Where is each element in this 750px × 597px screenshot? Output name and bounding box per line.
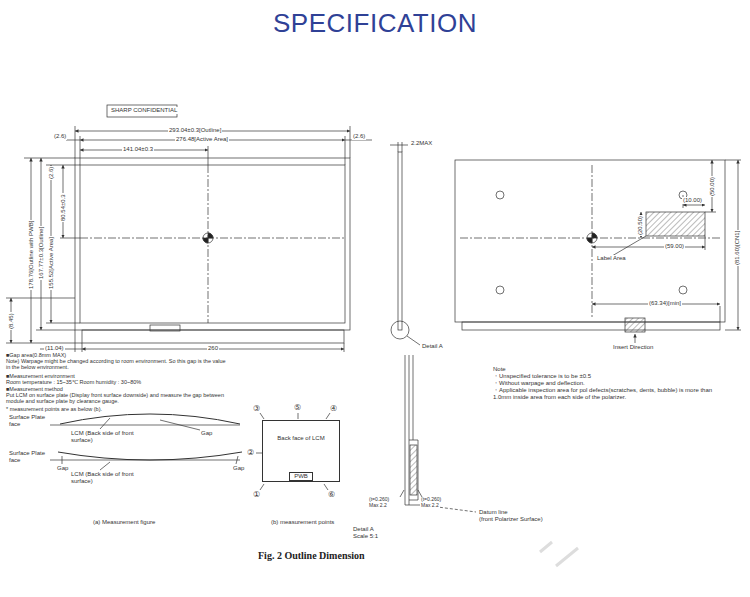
note-text: ・Unspecified tolerance is to be ±0.5 — [492, 373, 592, 380]
part-label: Gap — [200, 430, 213, 437]
note-text: Note) Warpage might be changed according… — [5, 358, 232, 371]
figure-caption: Fig. 2 Outline Dimension — [258, 550, 365, 561]
callout-number: ④ — [329, 404, 338, 413]
detail-callout: Detail A — [352, 526, 375, 533]
pwb-box: PWB — [289, 472, 313, 481]
dimension-label: (50.00) — [709, 176, 716, 197]
dimension-label: (8.45) — [8, 312, 15, 330]
node-text: Back face of LCM — [263, 435, 339, 441]
dimension-label: (81.60)[CN1] — [734, 230, 741, 266]
callout-number: ⑤ — [293, 403, 302, 412]
dimension-label: 141.04±0.3 — [122, 146, 154, 153]
part-label: Surface Plate face — [8, 450, 48, 464]
datum-label: (front Polarizer Surface) — [478, 516, 544, 523]
part-label: Surface Plate face — [8, 414, 48, 428]
figure-label: (a) Measurement figure — [92, 519, 156, 526]
note-text: Note — [492, 366, 507, 373]
dimension-label: 178.76[Outline with PWB] — [28, 220, 35, 290]
figure-label: (b) measurement points — [270, 519, 335, 526]
note-text: Put LCM on surface plate (Display front … — [5, 392, 237, 405]
part-label: LCM (Back side of front surface) — [70, 471, 147, 485]
callout-number: ⑥ — [327, 490, 336, 499]
dimension-label: 167.77±0.3[Outline] — [38, 226, 45, 280]
dimension-label: (t=0.260) — [368, 497, 390, 503]
dimension-label: 276.48[Active Area] — [175, 136, 229, 143]
dimension-label: (59.00) — [664, 243, 685, 250]
dimension-label: 2.2MAX — [410, 140, 433, 147]
part-label: Gap — [232, 465, 245, 472]
dimension-label: (2.6) — [352, 133, 366, 140]
note-text: * measurement points are as below (b). — [5, 406, 103, 412]
datum-label: Datum line — [478, 509, 509, 516]
part-label: Gap — [56, 465, 69, 472]
dimension-label: 80.54±0.3 — [60, 193, 67, 222]
dimension-label: (20.50) — [637, 215, 644, 236]
part-label: Label Area — [596, 255, 627, 262]
note-text: ・Without warpage and deflection. — [492, 380, 586, 387]
detail-callout: Scale 5:1 — [352, 533, 379, 540]
dimension-label: (10.00) — [682, 197, 703, 204]
part-label: Insert Direction — [612, 344, 654, 351]
confidential-mark: SHARP CONFIDENTIAL — [110, 107, 178, 114]
dimension-label: 155.52[Active Area] — [48, 236, 55, 290]
callout-number: ① — [252, 490, 261, 499]
note-text: ・Applicable inspection area for pol defe… — [492, 387, 729, 401]
dimension-label: Max 2.2 — [420, 503, 440, 509]
callout-number: ② — [246, 448, 255, 457]
note-text: Room temperature : 15~35℃ Room humidity … — [5, 379, 142, 385]
dimension-label: 293.04±0.3[Outline] — [168, 127, 222, 134]
dimension-label: (11.04) — [44, 345, 65, 352]
detail-callout: Detail A — [421, 343, 444, 350]
dimension-label: (2.6) — [48, 166, 55, 180]
page-title: SPECIFICATION — [0, 8, 750, 39]
dimension-label: Max 2.2 — [368, 503, 388, 509]
dimension-label: (t=0.260) — [420, 497, 442, 503]
dimension-label: (63.34)[min] — [648, 300, 682, 307]
callout-number: ③ — [252, 404, 261, 413]
node-text: PWB — [290, 473, 312, 480]
part-label: LCM (Back side of front surface) — [70, 430, 147, 444]
dimension-label: (2.6) — [53, 133, 67, 140]
module-back-face: Back face of LCM PWB — [262, 420, 340, 482]
dimension-label: 260 — [207, 345, 219, 352]
